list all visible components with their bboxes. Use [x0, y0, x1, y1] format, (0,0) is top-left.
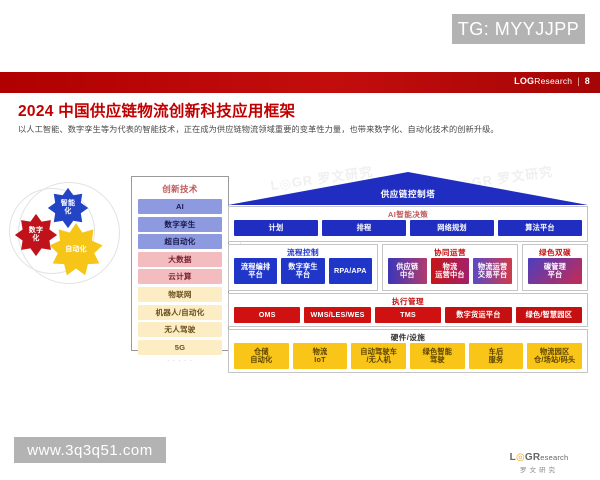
page-number: 8 — [584, 76, 590, 86]
technology-item: 大数据 — [138, 251, 222, 267]
framework-chip[interactable]: 物流运营 交易平台 — [473, 258, 513, 284]
innovation-technology-title: 创新技术 — [162, 184, 198, 194]
framework-chip[interactable]: WMS/LES/WES — [304, 307, 371, 323]
control-tower-label: 供应链控制塔 — [380, 189, 436, 199]
technology-item: 机器人/自动化 — [138, 304, 222, 320]
transformation-gears-illustration: 智能 化数字 化自动化 — [6, 180, 124, 284]
gear-2: 数字 化 — [14, 213, 58, 257]
logo-wordmark: L◎GResearch — [509, 452, 569, 463]
framework-chip[interactable]: 碳管理 平台 — [528, 258, 582, 284]
technology-item: 数字孪生 — [138, 216, 222, 232]
framework-chip[interactable]: RPA/APA — [328, 258, 372, 284]
framework-chip[interactable]: 绿色智能 驾驶 — [410, 343, 465, 369]
technology-item: 5G — [138, 339, 222, 355]
gear-3: 自动化 — [48, 222, 104, 278]
framework-layer: AI智能决策计划排程网络规划算法平台 — [228, 206, 588, 242]
framework-chip[interactable]: OMS — [234, 307, 301, 323]
roof-shape — [228, 172, 588, 205]
framework-chip[interactable]: 物流 运营中台 — [430, 258, 470, 284]
framework-layer-label: AI智能决策 — [387, 210, 429, 219]
gear-1: 智能 化 — [47, 187, 89, 229]
innovation-technology-more: · · · · · — [167, 357, 193, 364]
framework-chip-row: 碳管理 平台 — [523, 258, 587, 288]
framework-chip[interactable]: 数字孪生 平台 — [281, 258, 325, 284]
framework-house: 供应链控制塔 AI智能决策计划排程网络规划算法平台流程控制流程编排 平台数字孪生… — [228, 172, 588, 373]
framework-chip[interactable]: 仓储 自动化 — [234, 343, 289, 369]
logo-logresearch: L◎GResearch 罗文研究 — [497, 450, 581, 476]
framework-chip[interactable]: TMS — [374, 307, 442, 323]
framework-chip-row: 计划排程网络规划算法平台 — [229, 220, 587, 240]
gear-label: 自动化 — [65, 245, 87, 253]
brand-header: LOGResearch | 8 — [514, 76, 590, 86]
framework-chip[interactable]: 网络规划 — [410, 220, 494, 236]
framework-chip[interactable]: 排程 — [322, 220, 406, 236]
gear-label: 智能 化 — [60, 199, 76, 215]
telegram-watermark-banner: TG: MYYJJPP — [452, 14, 585, 44]
framework-chip[interactable]: 自动驾驶车 /无人机 — [351, 343, 407, 369]
framework-layer-label: 执行管理 — [392, 297, 424, 306]
framework-chip[interactable]: 流程编排 平台 — [234, 258, 278, 284]
framework-chip[interactable]: 物流园区 仓/场站/码头 — [527, 343, 583, 369]
framework-group: 绿色双碳碳管理 平台 — [522, 244, 588, 291]
header-separator: | — [577, 76, 580, 86]
page-title: 2024 中国供应链物流创新科技应用框架 — [18, 103, 296, 120]
technology-item: 物联网 — [138, 286, 222, 302]
framework-chip[interactable]: 绿色/智慧园区 — [515, 307, 583, 323]
framework-chip[interactable]: 算法平台 — [498, 220, 582, 236]
framework-chip[interactable]: 数字货运平台 — [445, 307, 512, 323]
gear-label: 数字 化 — [28, 226, 44, 242]
framework-layer-label: 硬件/设施 — [390, 333, 426, 342]
framework-group-label: 绿色双碳 — [539, 248, 571, 257]
page-subtitle: 以人工智能、数字孪生等为代表的智能技术，正在成为供应链物流领域重要的变革性力量，… — [18, 125, 499, 134]
framework-chip[interactable]: 供应链 中台 — [388, 258, 427, 284]
framework-group-label: 协同运营 — [434, 248, 466, 257]
logo-chinese-name: 罗文研究 — [520, 467, 558, 474]
technology-item: 云计算 — [138, 269, 222, 285]
brand-logo-text: LOGResearch — [514, 76, 573, 86]
slide-top-red-bar: LOGResearch | 8 — [0, 72, 600, 93]
slide-card: LOGResearch | 8 2024 中国供应链物流创新科技应用框架 以人工… — [0, 72, 600, 474]
technology-item: AI — [138, 199, 222, 214]
framework-chip[interactable]: 计划 — [234, 220, 318, 236]
technology-item: 无人驾驶 — [138, 322, 222, 338]
framework-chip[interactable]: 物流 IoT — [292, 343, 348, 369]
framework-chip-row: 供应链 中台物流 运营中台物流运营 交易平台 — [383, 258, 517, 288]
technology-item: 超自动化 — [138, 234, 222, 250]
site-watermark-banner: www.3q3q51.com — [14, 437, 166, 463]
framework-group: 协同运营供应链 中台物流 运营中台物流运营 交易平台 — [382, 244, 518, 291]
framework-group-label: 流程控制 — [287, 248, 319, 257]
framework-chip[interactable]: 车后 服务 — [468, 343, 524, 369]
